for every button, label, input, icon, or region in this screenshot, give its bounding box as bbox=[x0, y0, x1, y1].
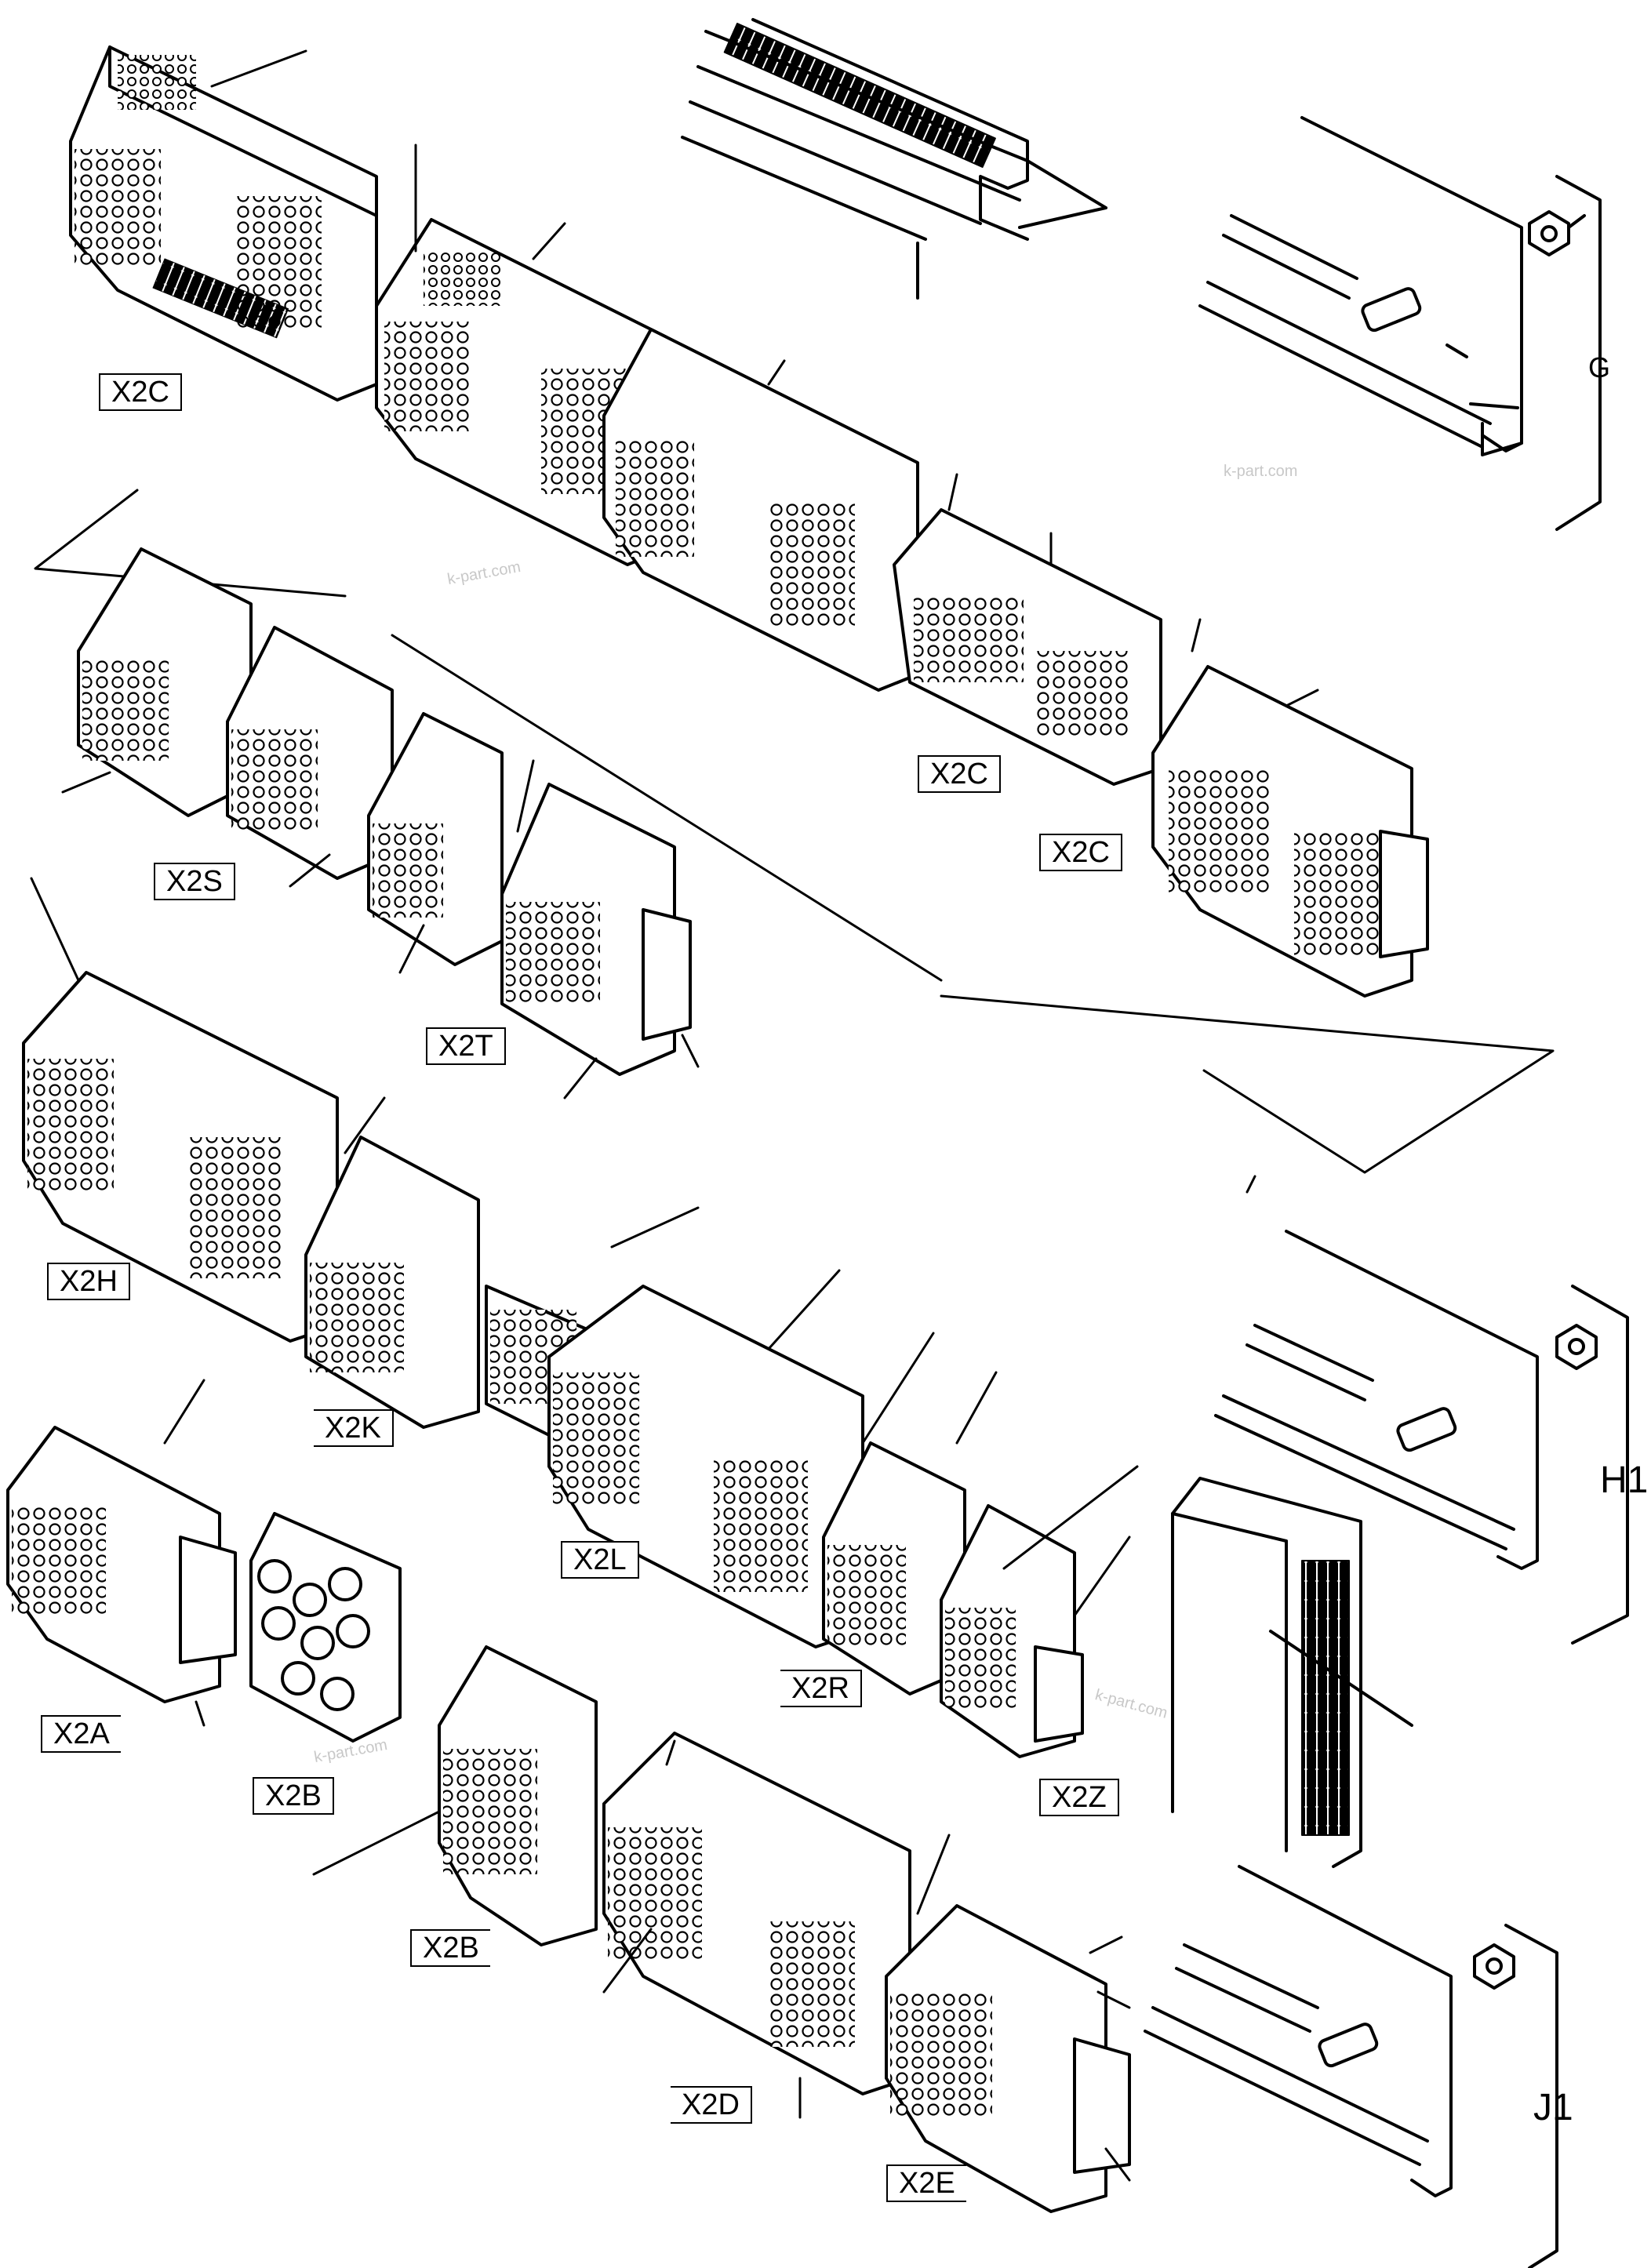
leader-lines bbox=[30, 49, 1319, 2182]
label-x2z: X2Z bbox=[1039, 1779, 1119, 1816]
connector-block-x2l bbox=[485, 1285, 864, 1648]
connector-block-x2s-group bbox=[77, 547, 692, 1076]
ref-j1: J1 bbox=[1533, 2087, 1573, 2128]
fuse-block bbox=[893, 508, 1162, 786]
din-rail-top bbox=[681, 18, 1107, 300]
label-x2a: X2A bbox=[41, 1715, 121, 1753]
mounting-bracket-h1 bbox=[1214, 1230, 1629, 1645]
mounting-bracket-g bbox=[1198, 116, 1602, 531]
label-x2h: X2H bbox=[47, 1263, 130, 1300]
label-x2s: X2S bbox=[154, 863, 235, 900]
label-x2c-1: X2C bbox=[99, 373, 182, 411]
connector-block-x2d bbox=[602, 1732, 911, 2095]
watermark-1: k-part.com bbox=[1224, 463, 1298, 480]
label-x2e: X2E bbox=[886, 2164, 966, 2202]
label-x2d: X2D bbox=[671, 2086, 752, 2124]
label-x2c-3: X2C bbox=[1039, 834, 1122, 871]
label-x2t: X2T bbox=[426, 1027, 506, 1065]
wiring-duct bbox=[1171, 1477, 1413, 1868]
label-x2l: X2L bbox=[561, 1541, 639, 1579]
label-x2k: X2K bbox=[314, 1409, 394, 1447]
connector-block-x2r-group bbox=[822, 1441, 1084, 1758]
connector-block-x2a bbox=[6, 1426, 237, 1703]
connector-block-x2k bbox=[304, 1136, 480, 1429]
connector-block-x2e bbox=[885, 1904, 1131, 2213]
label-x2r: X2R bbox=[780, 1670, 862, 1707]
label-x2b-1: X2B bbox=[253, 1777, 334, 1815]
label-x2c-2: X2C bbox=[918, 755, 1001, 793]
connector-block-x2c-4 bbox=[1151, 665, 1429, 998]
assembly-outline bbox=[34, 489, 1555, 1174]
label-x2b-2: X2B bbox=[410, 1929, 490, 1967]
ref-h1: H1 bbox=[1600, 1459, 1649, 1501]
connector-block-x2c-3 bbox=[602, 328, 919, 692]
ref-g: G bbox=[1588, 351, 1611, 383]
mounting-bracket-j1 bbox=[1144, 1865, 1558, 2268]
fuse-holder-x2b bbox=[249, 1512, 402, 1743]
connector-block-x2b-lower bbox=[438, 1645, 598, 1946]
connector-block-x2c-1 bbox=[69, 45, 378, 402]
connector-block-x2h bbox=[22, 971, 339, 1343]
